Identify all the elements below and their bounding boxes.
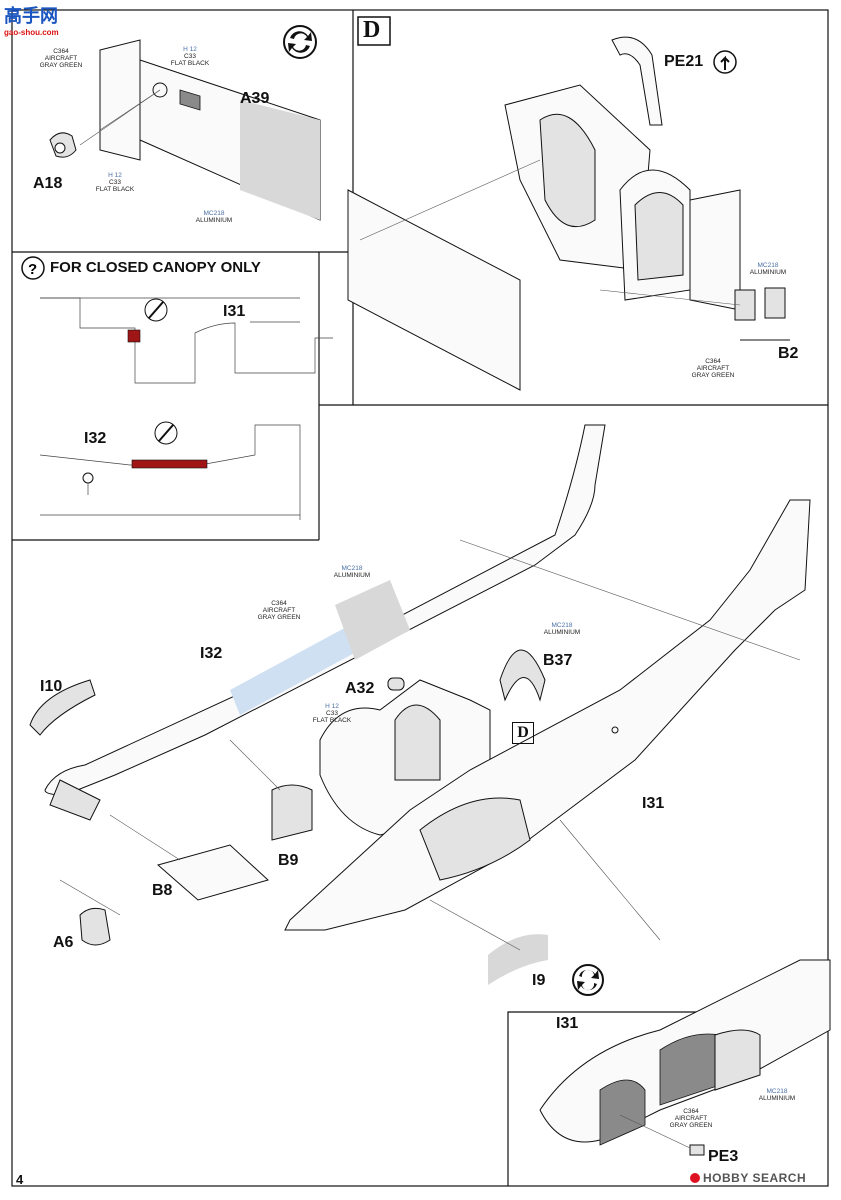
part-label-a32: A32 — [345, 680, 375, 697]
a6-part — [79, 907, 111, 946]
b37-part — [499, 649, 546, 702]
part-label-i31: I31 — [642, 795, 665, 812]
panel-d-letter-box — [357, 16, 391, 46]
part-label-b8: B8 — [152, 882, 173, 899]
part-label-b2: B2 — [778, 345, 799, 362]
i9-part — [488, 934, 548, 985]
canopy-panel-title: FOR CLOSED CANOPY ONLY — [50, 259, 261, 276]
bend-arrow-icon — [713, 50, 737, 74]
right-fuselage-half — [284, 499, 811, 931]
cockpit-tub-group — [347, 36, 790, 391]
site-logo: 高手网 gao-shou.com — [4, 6, 59, 37]
part-label-a6: A6 — [53, 934, 74, 951]
part-label-i32: I32 — [200, 645, 223, 662]
part-label-a18: A18 — [33, 175, 63, 192]
canopy-i31-detail — [40, 297, 333, 384]
part-label-i31: I31 — [223, 303, 246, 320]
rotate-arrows-icon — [283, 25, 317, 59]
step-ref-d: D — [512, 722, 534, 744]
rotate-arrows-icon — [572, 964, 604, 996]
small-parts — [29, 539, 801, 985]
a39-sidewall-group — [49, 39, 321, 221]
question-icon: ? — [21, 256, 45, 280]
watermark: HOBBY SEARCH — [703, 1171, 807, 1185]
svg-text:?: ? — [28, 261, 37, 278]
pe21-harness — [611, 36, 663, 126]
part-label-i32: I32 — [84, 430, 107, 447]
b2-part — [734, 289, 756, 321]
part-label-a39: A39 — [240, 90, 270, 107]
hobby-search-mark — [690, 1173, 700, 1183]
b8-part — [156, 844, 269, 901]
part-label-pe3: PE3 — [708, 1148, 739, 1165]
part-label-i10: I10 — [40, 678, 63, 695]
page-number: 4 — [16, 1172, 24, 1187]
canopy-i32-detail — [39, 424, 301, 520]
pe3-part — [689, 1144, 705, 1156]
detail-fuselage — [539, 959, 831, 1156]
part-label-i31: I31 — [556, 1015, 579, 1032]
knife-cut-icon — [144, 298, 178, 445]
part-label-b9: B9 — [278, 852, 299, 869]
i10-part — [29, 679, 96, 736]
part-label-pe21: PE21 — [664, 53, 704, 70]
page-frame — [11, 9, 829, 1187]
a32-part — [387, 677, 405, 691]
step-letter-d: D — [363, 17, 381, 43]
b9-part — [271, 784, 313, 841]
left-fuselage-half — [44, 424, 606, 821]
part-label-i9: I9 — [532, 972, 546, 989]
part-label-b37: B37 — [543, 652, 573, 669]
